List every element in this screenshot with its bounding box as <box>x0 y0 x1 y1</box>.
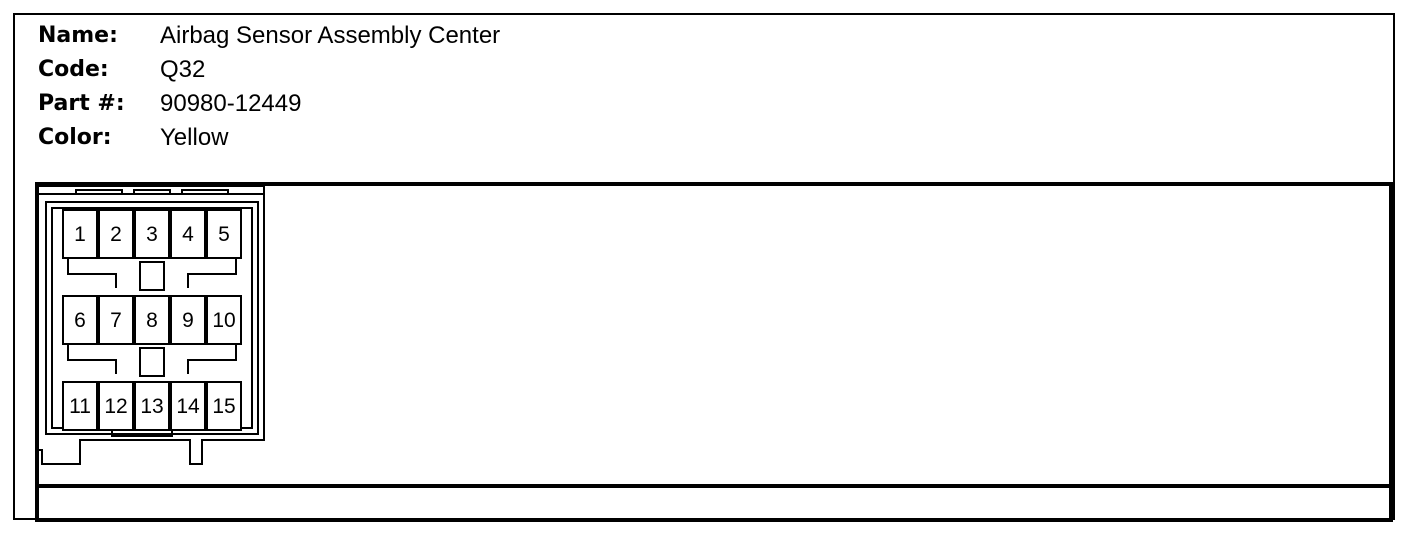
pin-cavity-box <box>170 295 206 345</box>
key-slot-upper <box>139 261 165 291</box>
part-label: Part #: <box>38 91 125 116</box>
latch-right-upper <box>187 258 237 288</box>
connector-outer-housing <box>37 193 265 465</box>
connector-top-tab-2 <box>133 189 171 194</box>
pin-cavity-box <box>206 381 242 431</box>
pin-cavity-box <box>134 295 170 345</box>
pin-cavity-9: 9 <box>170 295 206 345</box>
code-value: Q32 <box>160 56 206 83</box>
pin-number: 3 <box>146 223 158 246</box>
latch-right-lower <box>187 344 237 374</box>
part-value: 90980-12449 <box>160 90 302 117</box>
pin-number: 13 <box>140 395 163 418</box>
pin-cavity-5: 5 <box>206 209 242 259</box>
pin-number: 15 <box>212 395 235 418</box>
pin-cavity-box <box>206 209 242 259</box>
pin-cavity-box <box>170 381 206 431</box>
pin-number: 10 <box>212 309 235 332</box>
pin-cavity-box <box>206 295 242 345</box>
pin-number: 4 <box>182 223 194 246</box>
pin-number: 6 <box>74 309 86 332</box>
pin-number: 14 <box>176 395 200 418</box>
connector-top-edge <box>35 185 265 194</box>
pin-cavity-4: 4 <box>170 209 206 259</box>
pin-cavity-box <box>134 381 170 431</box>
pin-cavity-14: 14 <box>170 381 206 431</box>
pin-number: 11 <box>69 395 91 418</box>
pin-cavity-box <box>170 209 206 259</box>
pin-number: 7 <box>110 309 122 332</box>
connector-top-tab-3 <box>181 189 229 194</box>
pin-cavity-box <box>134 209 170 259</box>
color-label: Color: <box>38 125 112 150</box>
pin-cavity-2: 2 <box>98 209 134 259</box>
pin-number: 12 <box>104 395 127 418</box>
pin-cavity-11: 11 <box>62 381 98 431</box>
pin-cavity-box <box>98 209 134 259</box>
name-label: Name: <box>38 23 118 48</box>
pin-cavity-box <box>62 209 98 259</box>
connector-top-tab-1 <box>75 189 123 194</box>
pin-cavity-6: 6 <box>62 295 98 345</box>
connector-inner-wall <box>45 201 259 435</box>
color-value: Yellow <box>160 124 229 151</box>
pin-number: 5 <box>218 223 230 246</box>
latch-left-upper <box>67 258 117 288</box>
pin-cavity-1: 1 <box>62 209 98 259</box>
name-value: Airbag Sensor Assembly Center <box>160 22 501 49</box>
pin-cavity-10: 10 <box>206 295 242 345</box>
pin-cavity-box <box>62 295 98 345</box>
pin-cavity-13: 13 <box>134 381 170 431</box>
footer-box <box>35 486 1393 522</box>
key-slot-lower <box>139 347 165 377</box>
pin-cavity-12: 12 <box>98 381 134 431</box>
pin-cavity-box <box>62 381 98 431</box>
latch-left-lower <box>67 344 117 374</box>
pin-number: 9 <box>182 309 194 332</box>
pin-number: 8 <box>146 309 158 332</box>
code-label: Code: <box>38 57 109 82</box>
pin-cavity-15: 15 <box>206 381 242 431</box>
pin-number: 2 <box>110 223 122 246</box>
pin-cavity-7: 7 <box>98 295 134 345</box>
pin-number: 1 <box>74 223 86 246</box>
pin-cavity-3: 3 <box>134 209 170 259</box>
pin-cavity-8: 8 <box>134 295 170 345</box>
pin-cavity-box <box>98 295 134 345</box>
pin-cavity-box <box>98 381 134 431</box>
